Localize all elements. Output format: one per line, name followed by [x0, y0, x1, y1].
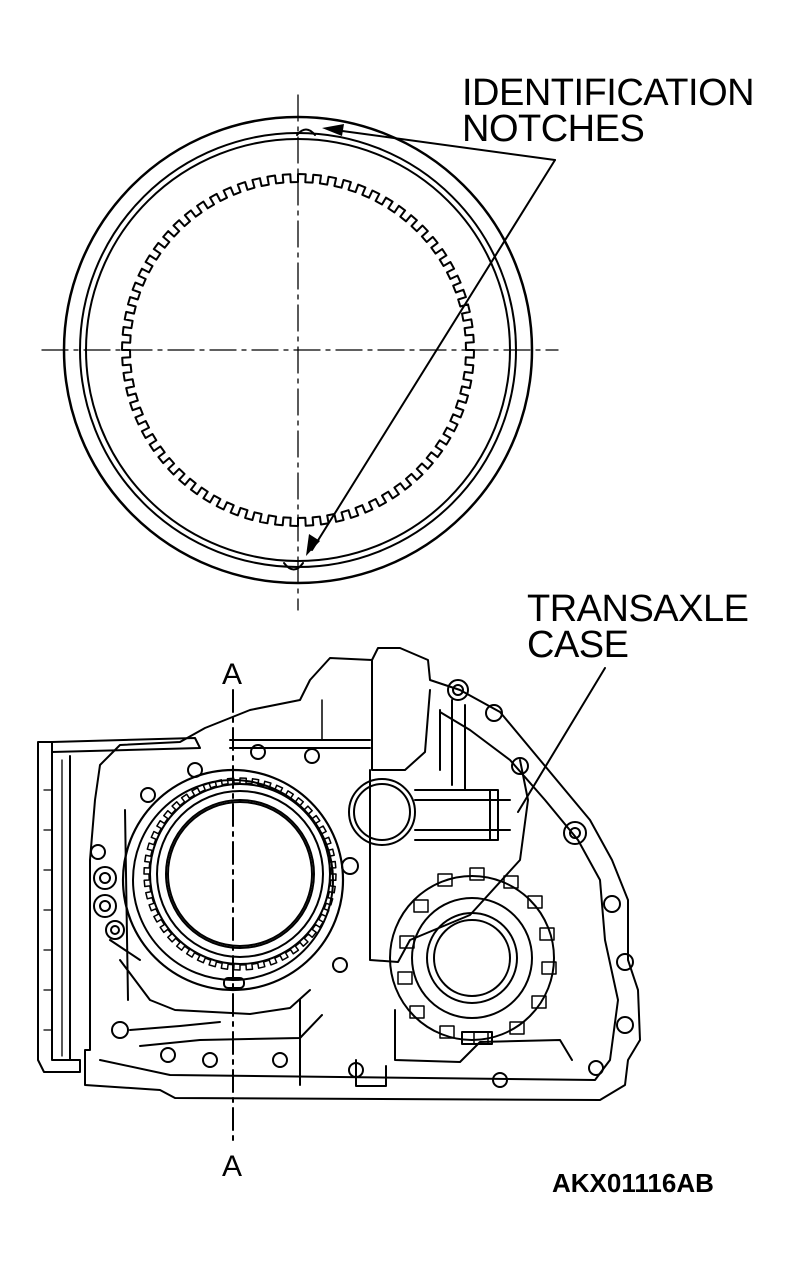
identification-notches-label-line2: NOTCHES [462, 108, 645, 150]
section-marker-bottom: A [222, 1150, 243, 1183]
case-leader [517, 667, 606, 813]
transaxle-case-label-line1: TRANSAXLE [527, 588, 749, 630]
transaxle-case-label-line2: CASE [527, 624, 629, 666]
figure-code: AKX01116AB [552, 1168, 714, 1198]
notch-leaders [311, 129, 556, 551]
identification-notches-label-line1: IDENTIFICATION [462, 72, 755, 114]
arrow-head-bottom [306, 534, 320, 556]
arrow-head-top [322, 124, 344, 136]
transaxle-case [37, 647, 641, 1101]
case-ring-teeth [143, 777, 337, 971]
section-marker-top: A [222, 658, 243, 691]
identification-notch-top [296, 128, 316, 136]
identification-notch-bottom [283, 562, 304, 571]
clutch-plate [41, 94, 559, 611]
spline-teeth [121, 173, 475, 527]
